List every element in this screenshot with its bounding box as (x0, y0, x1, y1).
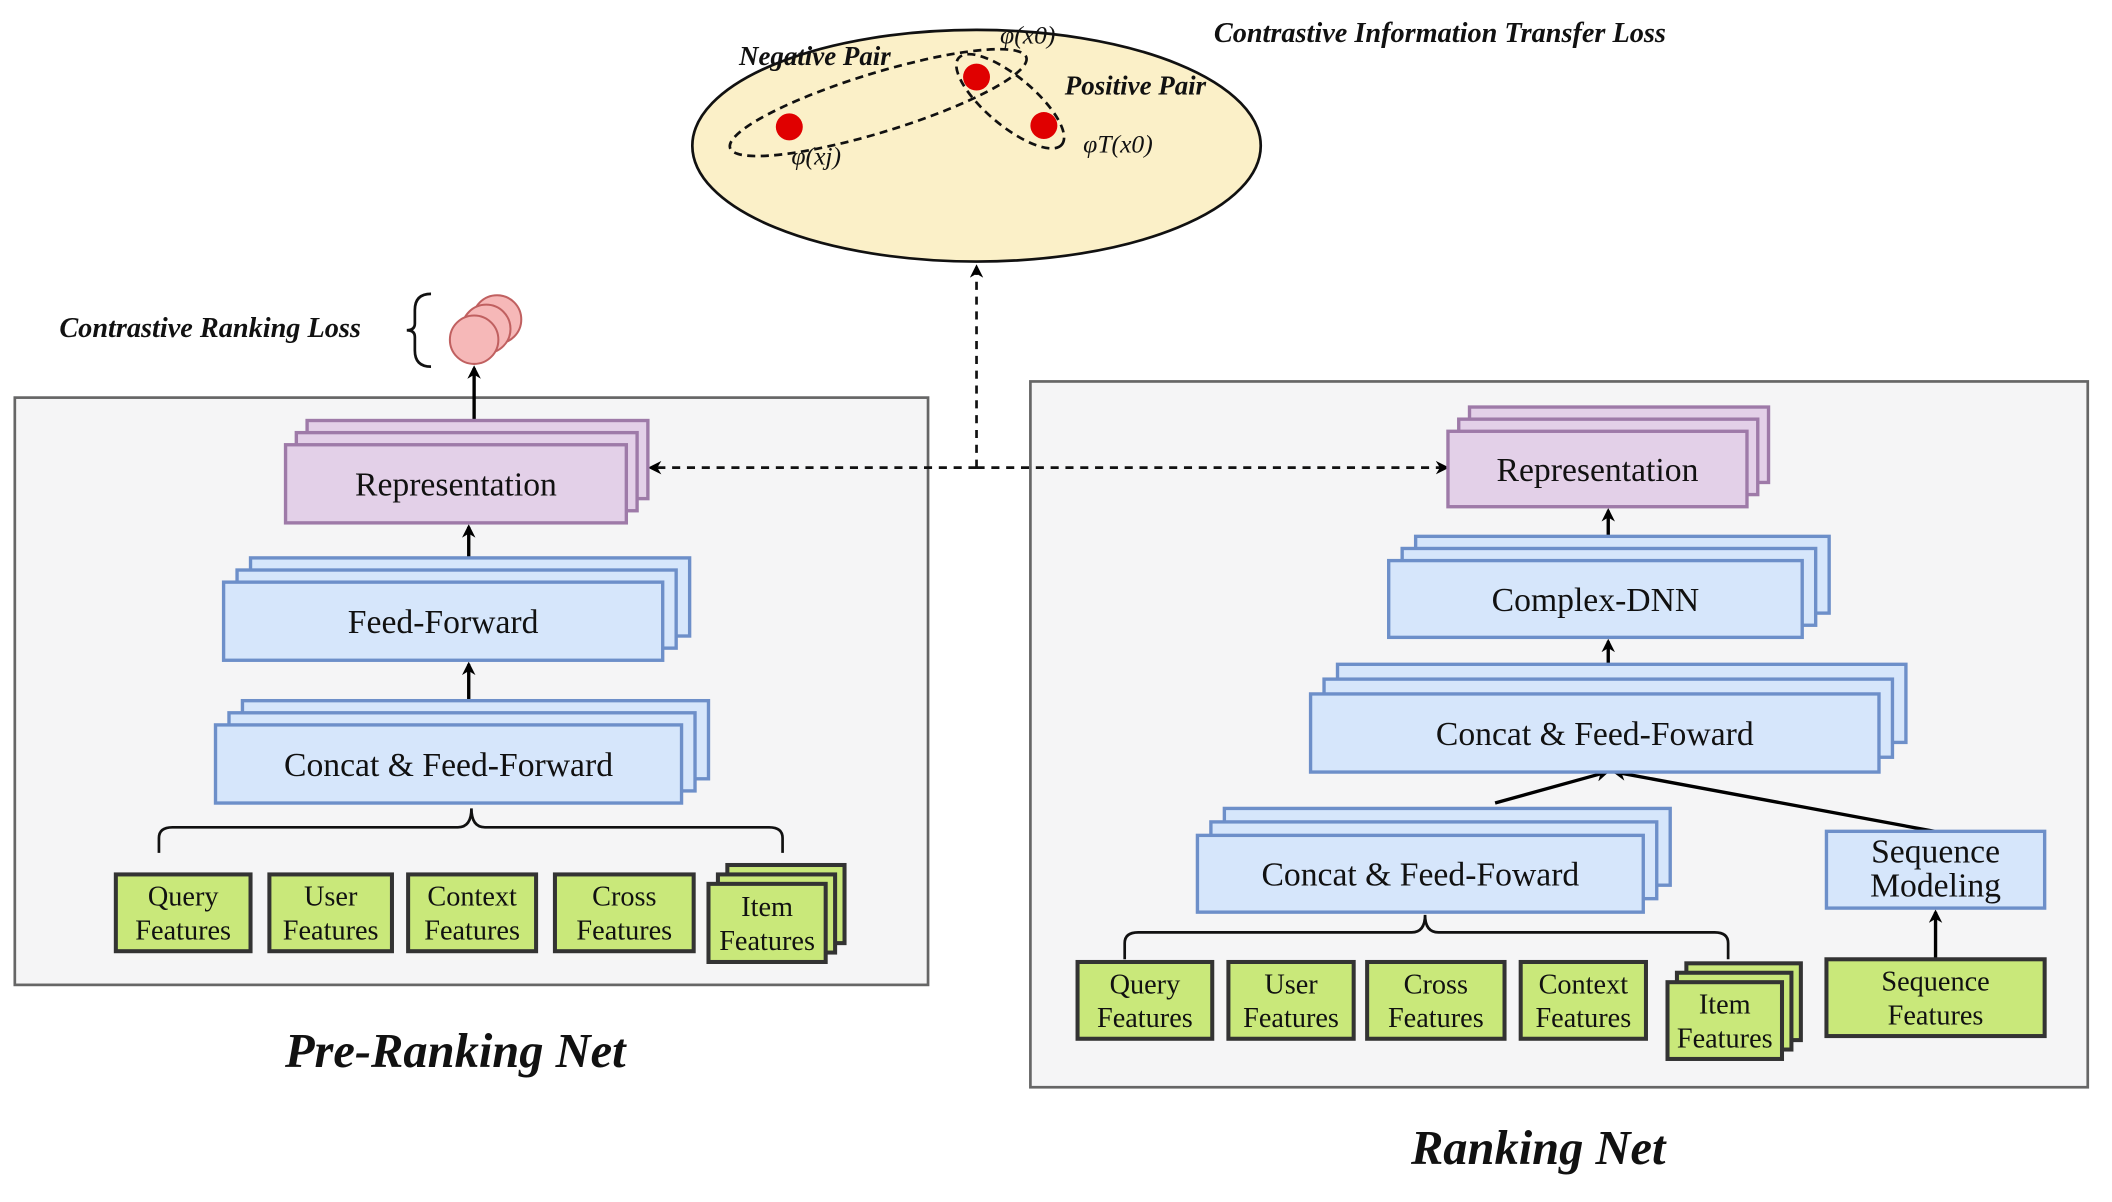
block-rect (1824, 957, 2047, 1039)
loss-brace (406, 292, 432, 368)
block-label: Sequence (1881, 967, 1989, 998)
block-rect (706, 881, 828, 964)
block-label: Item (741, 892, 793, 923)
block-label: Features (1097, 1003, 1193, 1034)
block-label: Sequence (1871, 834, 2000, 871)
ranking-feature-brace (1123, 914, 1730, 960)
block-rect (1518, 959, 1648, 1041)
block-rect (1195, 833, 1645, 914)
block-label: Concat & Feed-Foward (1436, 716, 1754, 753)
rank-concat-top-block: Concat & Feed-Foward (1308, 662, 1908, 774)
pre-concat-block: Concat & Feed-Forward (213, 698, 711, 805)
block-label: Feed-Forward (348, 604, 539, 641)
block-label: User (304, 882, 358, 913)
rank-concat-bottom-block: Concat & Feed-Foward (1195, 806, 1672, 914)
ranking-title: Ranking Net (1410, 1122, 1667, 1175)
block-rect (1446, 429, 1749, 509)
block-label: Item (1699, 990, 1751, 1021)
embedding-space: Negative Pair Positive Pair φ(x0) φ(xj) … (690, 20, 1263, 263)
block-rect (213, 723, 684, 805)
block-rect (1308, 692, 1881, 774)
block-label: Query (148, 882, 220, 913)
block-label: Context (1539, 969, 1629, 1000)
block-rect (221, 580, 665, 662)
block-rect (1365, 959, 1507, 1041)
block-label: Features (1388, 1003, 1484, 1034)
contrastive-ranking-loss-label: Contrastive Ranking Loss (59, 313, 361, 344)
block-label: Features (1888, 1001, 1984, 1032)
positive-pair-outline (954, 52, 1066, 150)
block-label: Representation (355, 467, 557, 504)
phi-x0-label: φ(x0) (1000, 20, 1055, 49)
block-label: Features (1677, 1023, 1773, 1054)
positive-point (1030, 112, 1058, 139)
rank-representation-block: Representation (1446, 405, 1771, 509)
block-rect (267, 872, 394, 954)
block-label: Features (424, 916, 520, 947)
block-rect (1226, 959, 1356, 1041)
contrastive-transfer-title: Contrastive Information Transfer Loss (1214, 18, 1666, 49)
block-label: Complex-DNN (1492, 582, 1700, 619)
block-label: Cross (1404, 969, 1468, 1000)
negative-point (775, 113, 803, 141)
negative-pair-outline (728, 47, 1028, 158)
block-label: Features (576, 916, 672, 947)
block-rect (113, 872, 253, 954)
block-rect (1824, 829, 2047, 910)
block-label: Features (1535, 1003, 1631, 1034)
block-label: Query (1110, 969, 1182, 1000)
anchor-point (963, 63, 990, 91)
rank-complex-dnn-block: Complex-DNN (1387, 534, 1831, 640)
pre-ranking-title: Pre-Ranking Net (284, 1025, 627, 1078)
block-label: Features (135, 916, 231, 947)
block-rect (1665, 980, 1785, 1061)
positive-pair-label: Positive Pair (1064, 71, 1207, 101)
block-label: Concat & Feed-Forward (284, 747, 613, 784)
pre-representation-block: Representation (283, 418, 650, 525)
block-label: Features (1243, 1003, 1339, 1034)
block-label: Concat & Feed-Foward (1261, 857, 1579, 894)
pre-ranking-feature-brace (157, 808, 784, 853)
block-label: Cross (592, 882, 656, 913)
block-label: Representation (1497, 452, 1699, 489)
pre-feed-forward-block: Feed-Forward (221, 556, 692, 662)
block-label: Features (719, 926, 815, 957)
block-rect (552, 872, 696, 954)
block-label: User (1264, 969, 1318, 1000)
block-rect (1387, 558, 1804, 640)
block-label: Context (427, 882, 517, 913)
block-rect (1075, 959, 1215, 1041)
negative-pair-label: Negative Pair (738, 41, 891, 71)
block-rect (406, 872, 539, 954)
block-label: Modeling (1870, 868, 2001, 905)
block-rect (283, 443, 629, 525)
phi-xj-label: φ(xj) (791, 142, 841, 171)
loss-circles (448, 294, 523, 365)
block-label: Features (283, 916, 379, 947)
phiT-x0-label: φT(x0) (1083, 129, 1153, 158)
